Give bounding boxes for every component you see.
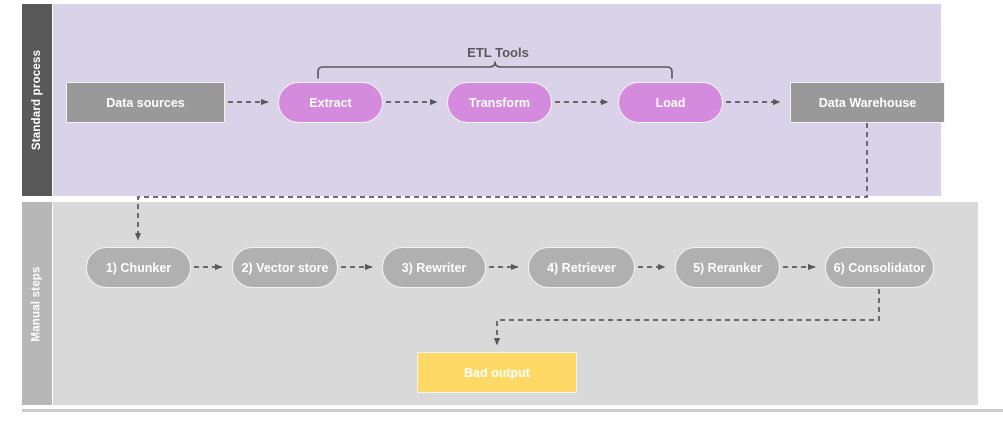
- lane-header-manual-steps: Manual steps: [22, 202, 52, 405]
- node-label-data-sources: Data sources: [106, 95, 185, 110]
- lane-label-standard-process: Standard process: [31, 49, 43, 151]
- node-label-retriever: 4) Retriever: [547, 260, 616, 275]
- lane-label-manual-steps: Manual steps: [31, 265, 44, 342]
- node-data-sources[interactable]: Data sources: [66, 82, 225, 123]
- node-label-reranker: 5) Reranker: [693, 260, 762, 275]
- node-label-data-warehouse: Data Warehouse: [818, 95, 917, 110]
- node-vector-store[interactable]: 2) Vector store: [232, 247, 338, 288]
- node-data-warehouse[interactable]: Data Warehouse: [790, 82, 945, 123]
- footer-divider: [22, 409, 1003, 412]
- node-label-bad-output: Bad output: [464, 365, 530, 380]
- node-chunker[interactable]: 1) Chunker: [86, 247, 191, 288]
- node-label-vector-store: 2) Vector store: [241, 260, 329, 275]
- node-label-chunker: 1) Chunker: [105, 260, 172, 275]
- lane-header-standard-process: Standard process: [22, 4, 52, 196]
- node-label-consolidator: 6) Consolidator: [833, 260, 926, 275]
- node-bad-output[interactable]: Bad output: [417, 352, 577, 393]
- node-transform[interactable]: Transform: [447, 82, 552, 123]
- node-reranker[interactable]: 5) Reranker: [675, 247, 780, 288]
- node-load[interactable]: Load: [618, 82, 723, 123]
- node-label-extract: Extract: [309, 95, 352, 110]
- node-label-transform: Transform: [468, 95, 531, 110]
- etl-tools-label: ETL Tools: [467, 45, 529, 60]
- node-extract[interactable]: Extract: [278, 82, 383, 123]
- node-retriever[interactable]: 4) Retriever: [528, 247, 635, 288]
- node-label-rewriter: 3) Rewriter: [401, 260, 467, 275]
- node-consolidator[interactable]: 6) Consolidator: [825, 247, 934, 288]
- node-rewriter[interactable]: 3) Rewriter: [382, 247, 486, 288]
- node-label-load: Load: [655, 95, 686, 110]
